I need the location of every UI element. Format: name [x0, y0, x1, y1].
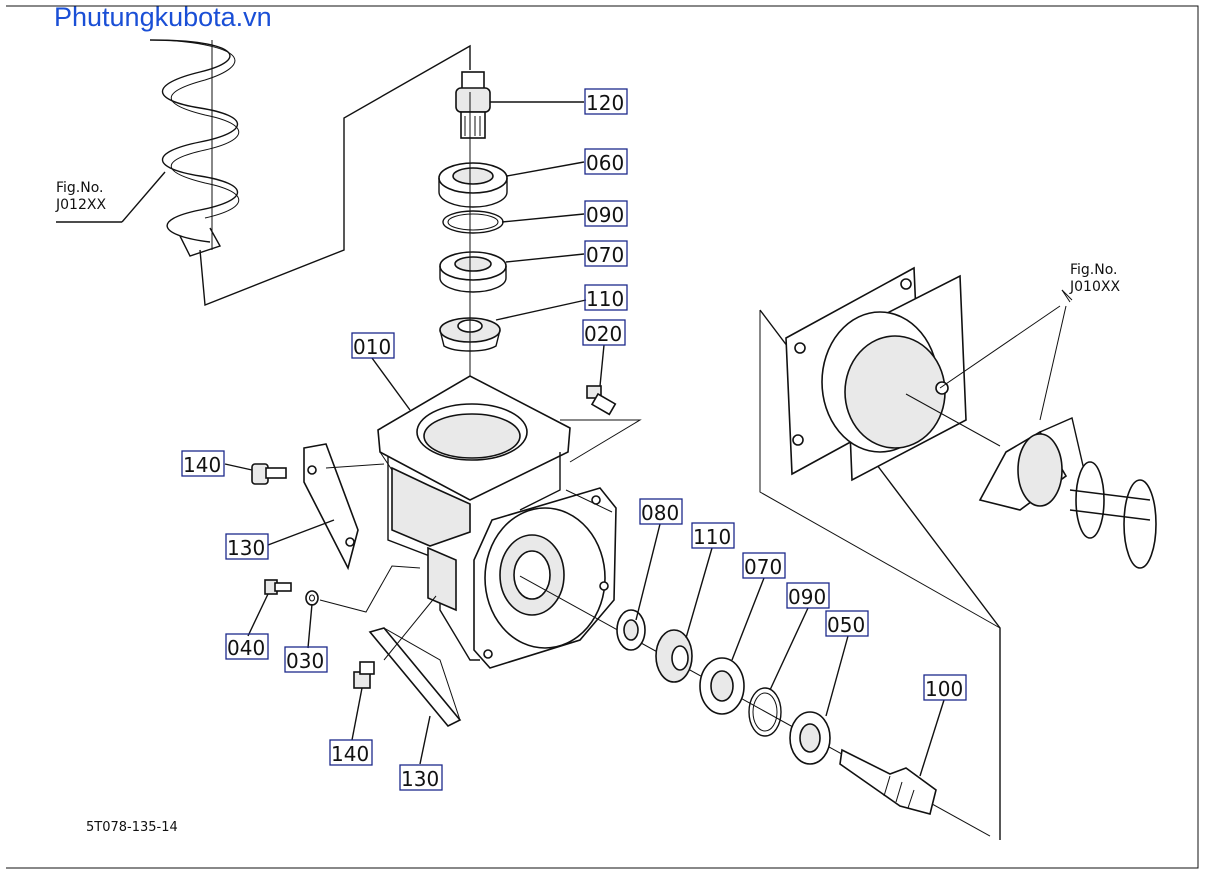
cover-plate-lower [353, 595, 462, 727]
callout-060[interactable]: 060 [584, 148, 628, 175]
callout-code: 070 [586, 243, 624, 267]
callout-code: 040 [227, 636, 265, 660]
callout-120[interactable]: 120 [584, 88, 628, 115]
leader-lines [224, 101, 945, 777]
callout-040[interactable]: 040 [225, 633, 269, 660]
callout-090[interactable]: 090 [786, 582, 830, 609]
callout-070[interactable]: 070 [584, 240, 628, 267]
site-title[interactable]: Phutungkubota.vn [54, 2, 272, 32]
upper-shaft-stack [438, 71, 508, 440]
callout-code: 020 [584, 322, 622, 346]
callout-code: 100 [925, 677, 963, 701]
fig-ref-label: Fig.No. [56, 180, 104, 196]
fig-ref-number: J012XX [56, 197, 107, 213]
callout-140[interactable]: 140 [181, 450, 225, 477]
callout-110[interactable]: 110 [584, 284, 628, 311]
fig-ref-auger[interactable]: Fig.No. J012XX [56, 180, 106, 214]
callout-code: 060 [586, 151, 624, 175]
callout-code: 120 [586, 91, 624, 115]
callout-050[interactable]: 050 [825, 610, 869, 637]
callout-code: 110 [693, 525, 731, 549]
callout-140[interactable]: 140 [329, 739, 373, 766]
callout-130[interactable]: 130 [399, 764, 443, 791]
bolt-040-washer-030 [264, 565, 421, 613]
housing-assembly [759, 266, 1157, 840]
cover-plate-upper [251, 443, 385, 571]
callout-code: 070 [744, 555, 782, 579]
callout-020[interactable]: 020 [582, 319, 626, 346]
fig-ref-label: Fig.No. [1070, 262, 1118, 278]
fig-ref-housing[interactable]: Fig.No. J010XX [1070, 262, 1120, 296]
callout-code: 140 [331, 742, 369, 766]
callout-110[interactable]: 110 [691, 522, 735, 549]
callout-030[interactable]: 030 [284, 646, 328, 673]
callout-code: 130 [227, 536, 265, 560]
side-shaft-stack [519, 575, 991, 837]
callout-code: 090 [586, 203, 624, 227]
callout-code: 010 [353, 335, 391, 359]
callout-080[interactable]: 080 [639, 498, 683, 525]
fig-ref-number: J010XX [1070, 279, 1121, 295]
callout-code: 140 [183, 453, 221, 477]
callout-code: 130 [401, 767, 439, 791]
auger-drawing [56, 39, 471, 306]
callout-130[interactable]: 130 [225, 533, 269, 560]
document-number: 5T078-135-14 [86, 820, 178, 835]
gearbox-housing [377, 375, 642, 669]
callout-090[interactable]: 090 [584, 200, 628, 227]
callout-code: 030 [286, 649, 324, 673]
callout-code: 110 [586, 287, 624, 311]
callout-code: 050 [827, 613, 865, 637]
callout-010[interactable]: 010 [351, 332, 395, 359]
frame-border [6, 5, 1199, 869]
callout-code: 090 [788, 585, 826, 609]
bolt-020 [586, 385, 617, 416]
callout-code: 080 [641, 501, 679, 525]
callout-100[interactable]: 100 [923, 674, 967, 701]
callout-070[interactable]: 070 [742, 552, 786, 579]
